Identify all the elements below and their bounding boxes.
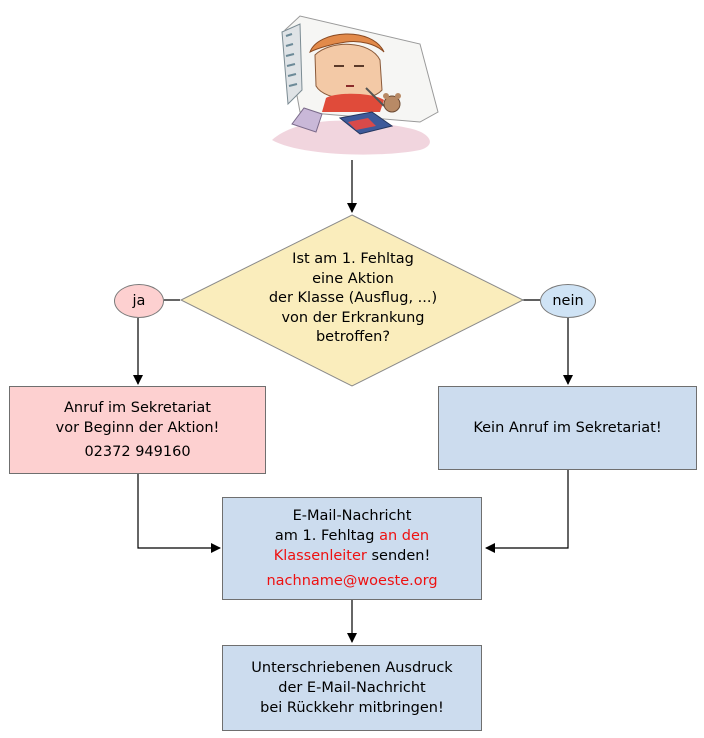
final-line-3: bei Rückkehr mitbringen! bbox=[260, 700, 444, 716]
email-line-2-prefix: am 1. Fehltag bbox=[274, 528, 380, 544]
email-line-3-highlight: Klassenleiter bbox=[273, 548, 367, 564]
decision-line-4: von der Erkrankung bbox=[281, 309, 425, 326]
arrow-no-call-to-email bbox=[485, 470, 569, 553]
call-office-box: Anruf im Sekretariat vor Beginn der Akti… bbox=[9, 386, 266, 474]
decision-question: Ist am 1. Fehltag eine Aktion der Klasse… bbox=[230, 246, 476, 352]
decision-line-2: eine Aktion bbox=[312, 270, 394, 287]
call-office-line-2: vor Beginn der Aktion! bbox=[55, 420, 220, 436]
final-line-1: Unterschriebenen Ausdruck bbox=[251, 660, 453, 676]
yes-label-text: ja bbox=[132, 293, 146, 309]
sick-child-illustration bbox=[272, 15, 439, 155]
yes-label: ja bbox=[114, 284, 164, 318]
email-line-2-highlight: an den bbox=[379, 528, 430, 544]
final-box: Unterschriebenen Ausdruck der E-Mail-Nac… bbox=[222, 645, 482, 731]
email-line-2: am 1. Fehltag an den bbox=[275, 526, 429, 546]
phone-number: 02372 949160 bbox=[84, 444, 191, 460]
no-call-text: Kein Anruf im Sekretariat! bbox=[473, 420, 662, 436]
decision-line-5: betroffen? bbox=[315, 329, 391, 346]
no-call-box: Kein Anruf im Sekretariat! bbox=[438, 386, 697, 470]
no-label-text: nein bbox=[552, 293, 584, 309]
email-line-1: E-Mail-Nachricht bbox=[292, 508, 412, 524]
email-line-3-suffix: senden! bbox=[366, 548, 431, 564]
final-line-2: der E-Mail-Nachricht bbox=[278, 680, 426, 696]
decision-line-1: Ist am 1. Fehltag bbox=[292, 251, 414, 268]
no-label: nein bbox=[540, 284, 596, 318]
arrow-call-to-email bbox=[137, 474, 221, 553]
call-office-line-1: Anruf im Sekretariat bbox=[64, 400, 211, 416]
email-address: nachname@woeste.org bbox=[266, 573, 438, 589]
email-box: E-Mail-Nachricht am 1. Fehltag an den Kl… bbox=[222, 497, 482, 600]
email-line-3: Klassenleiter senden! bbox=[274, 546, 431, 566]
decision-line-3: der Klasse (Ausflug, ...) bbox=[268, 290, 438, 307]
decision-diamond bbox=[179, 214, 525, 387]
